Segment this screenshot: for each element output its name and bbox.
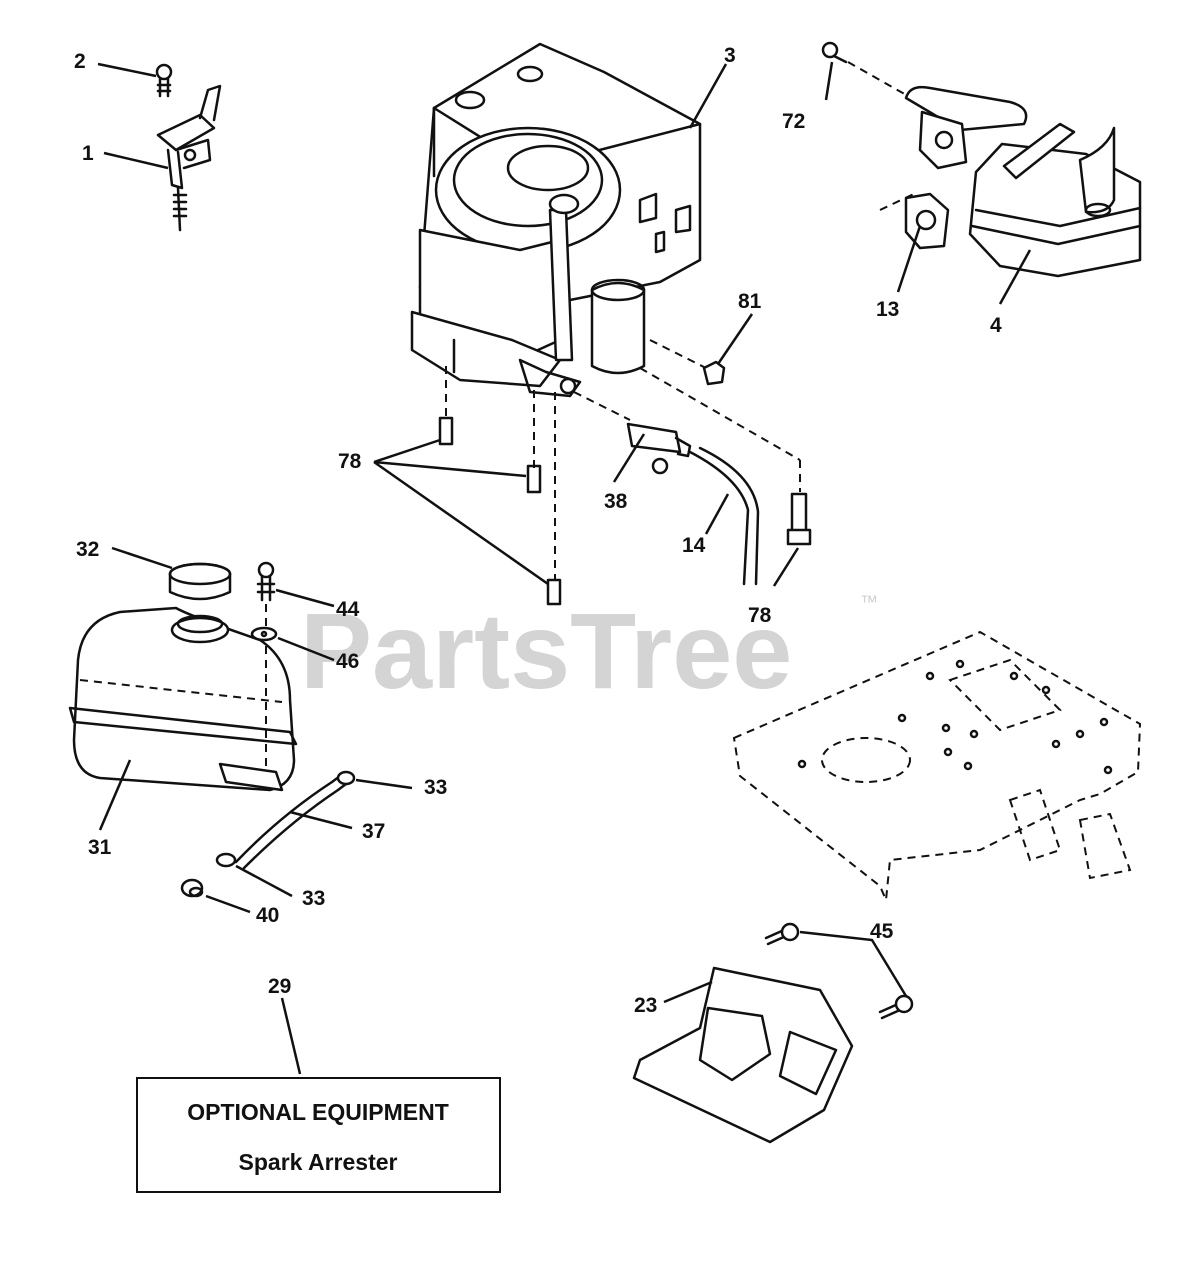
- callout-4: 4: [990, 314, 1002, 337]
- callout-81: 81: [738, 290, 762, 313]
- drain-hose-14: [688, 446, 760, 586]
- callout-1: 1: [82, 142, 94, 165]
- plug-81: [702, 360, 726, 386]
- watermark-partstree: PartsTree: [300, 590, 792, 711]
- heat-shield-23: [632, 966, 854, 1144]
- callout-14: 14: [682, 534, 706, 557]
- callout-40: 40: [256, 904, 279, 927]
- clamp-33-upper: [336, 770, 356, 786]
- bolt-78-group: [438, 416, 812, 606]
- throttle-control-assembly: [155, 63, 222, 232]
- callout-33-lower: 33: [302, 887, 325, 910]
- fuel-tank-31: [68, 606, 298, 792]
- callout-45: 45: [870, 920, 894, 943]
- optional-equipment-title: OPTIONAL EQUIPMENT: [187, 1099, 449, 1125]
- callout-46: 46: [336, 650, 359, 673]
- spark-arrester-label: Spark Arrester: [239, 1149, 398, 1175]
- bolt-45-group: [764, 922, 914, 1020]
- callout-31: 31: [88, 836, 112, 859]
- callout-44: 44: [336, 598, 360, 621]
- callout-33-upper: 33: [424, 776, 447, 799]
- callout-32: 32: [76, 538, 99, 561]
- fuel-line-37: [234, 774, 348, 870]
- drain-valve-38: [626, 422, 692, 475]
- callout-72: 72: [782, 110, 805, 133]
- frame-chassis: [732, 630, 1142, 901]
- washer-46: [250, 626, 278, 642]
- muffler-assembly: [821, 41, 1142, 278]
- optional-equipment-box: OPTIONAL EQUIPMENT Spark Arrester: [136, 1077, 501, 1193]
- engine-body: [410, 42, 702, 398]
- callout-78-right: 78: [748, 604, 772, 627]
- callout-13: 13: [876, 298, 899, 321]
- grommet-40: [180, 878, 204, 898]
- clamp-33-lower: [215, 852, 237, 868]
- callout-23: 23: [634, 994, 657, 1017]
- watermark-trademark: ™: [860, 592, 878, 612]
- callout-2: 2: [74, 50, 86, 73]
- screw-44: [256, 561, 276, 602]
- callout-3: 3: [724, 44, 736, 67]
- callout-29: 29: [268, 975, 291, 998]
- callout-38: 38: [604, 490, 628, 513]
- callout-37: 37: [362, 820, 385, 843]
- fuel-cap-32: [168, 562, 232, 601]
- callout-78-left: 78: [338, 450, 362, 473]
